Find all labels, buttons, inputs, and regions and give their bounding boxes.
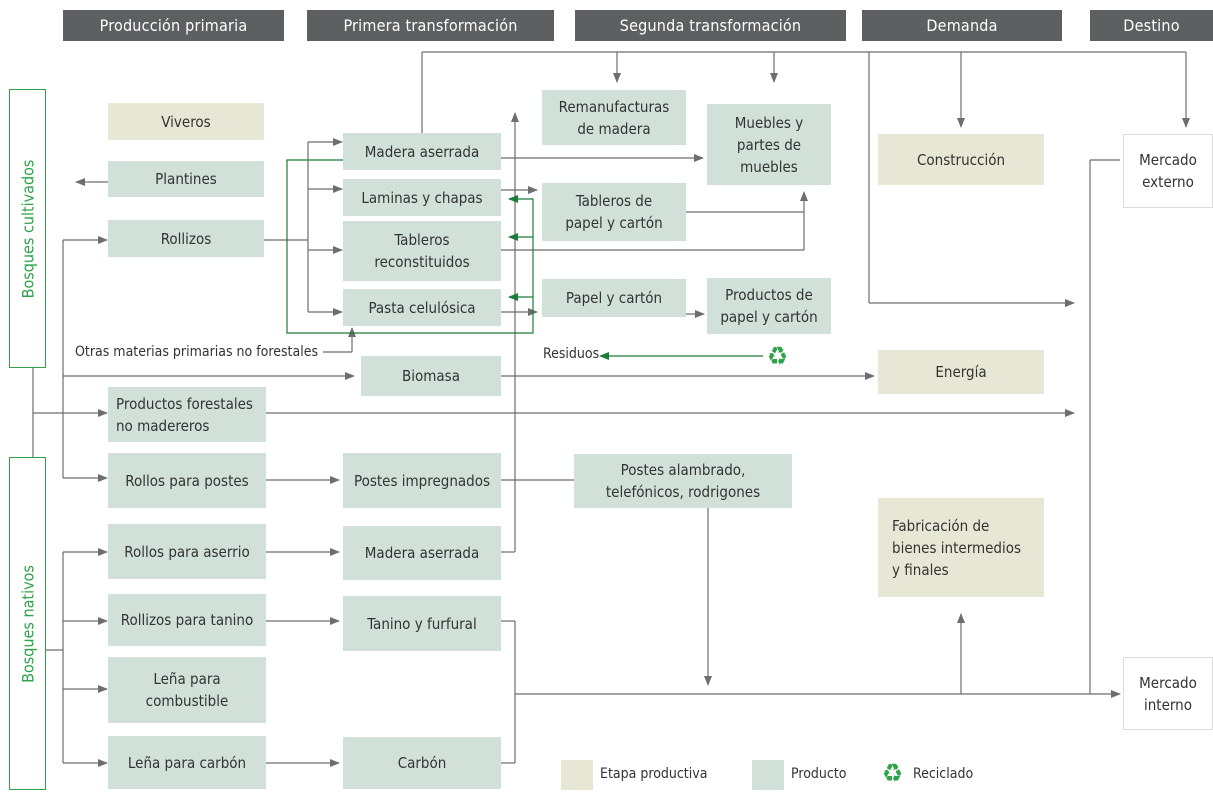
- side-bosques-nativos: Bosques nativos: [9, 457, 46, 790]
- legend-swatch-etapa: [561, 760, 593, 790]
- box-postes-impregnados: Postes impregnados: [343, 453, 501, 508]
- legend-recycle-icon: ♻: [882, 759, 903, 789]
- box-laminas-y-chapas: Laminas y chapas: [343, 179, 501, 216]
- label-residuos: Residuos: [543, 346, 600, 362]
- box-lena-para-carbon: Leña para carbón: [108, 736, 266, 789]
- legend-swatch-producto: [752, 760, 784, 790]
- side-bosques-nativos-label: Bosques nativos: [18, 564, 37, 683]
- box-papel-y-carton: Papel y cartón: [542, 279, 686, 317]
- side-bosques-cultivados-label: Bosques cultivados: [18, 159, 37, 298]
- label-otras-materias-primarias: Otras materias primarias no forestales: [75, 344, 319, 360]
- box-muebles-y-partes: Muebles y partes de muebles: [707, 104, 831, 185]
- legend-label-producto: Producto: [791, 766, 847, 782]
- box-mercado-interno: Mercado interno: [1123, 657, 1213, 730]
- box-lena-para-combustible: Leña para combustible: [108, 657, 266, 723]
- legend-label-reciclado: Reciclado: [913, 766, 974, 782]
- box-rollos-para-aserrio: Rollos para aserrio: [108, 524, 266, 579]
- box-energia: Energía: [878, 350, 1044, 394]
- box-madera-aserrada: Madera aserrada: [343, 133, 501, 170]
- side-bosques-cultivados: Bosques cultivados: [9, 89, 46, 368]
- box-productos-forestales-no-madereros: Productos forestales no madereros: [108, 387, 266, 442]
- box-viveros: Viveros: [108, 103, 264, 140]
- box-madera-aserrada-nativos: Madera aserrada: [343, 526, 501, 580]
- header-primera-transformacion: Primera transformación: [307, 10, 554, 41]
- box-rollizos: Rollizos: [108, 220, 264, 257]
- box-carbon: Carbón: [343, 737, 501, 789]
- box-mercado-externo: Mercado externo: [1123, 134, 1213, 208]
- box-remanufacturas-de-madera: Remanufacturas de madera: [542, 90, 686, 145]
- header-produccion-primaria: Producción primaria: [63, 10, 284, 41]
- box-rollizos-para-tanino: Rollizos para tanino: [108, 594, 266, 646]
- header-demanda: Demanda: [862, 10, 1062, 41]
- box-biomasa: Biomasa: [361, 356, 501, 396]
- box-rollos-para-postes: Rollos para postes: [108, 453, 266, 508]
- header-segunda-transformacion: Segunda transformación: [575, 10, 846, 41]
- box-construccion: Construcción: [878, 134, 1044, 185]
- box-productos-de-papel-y-carton: Productos de papel y cartón: [707, 278, 831, 334]
- box-tanino-y-furfural: Tanino y furfural: [343, 596, 501, 651]
- box-fabricacion-de-bienes: Fabricación de bienes intermedios y fina…: [878, 498, 1044, 597]
- box-postes-alambrado: Postes alambrado, telefónicos, rodrigone…: [574, 454, 792, 508]
- header-destino: Destino: [1090, 10, 1213, 41]
- box-tableros-de-papel-y-carton: Tableros de papel y cartón: [542, 183, 686, 241]
- legend-label-etapa: Etapa productiva: [600, 766, 708, 782]
- box-tableros-reconstituidos: Tableros reconstituidos: [343, 221, 501, 281]
- box-pasta-celulosica: Pasta celulósica: [343, 289, 501, 326]
- box-plantines: Plantines: [108, 161, 264, 197]
- recycle-icon: ♻: [767, 342, 788, 372]
